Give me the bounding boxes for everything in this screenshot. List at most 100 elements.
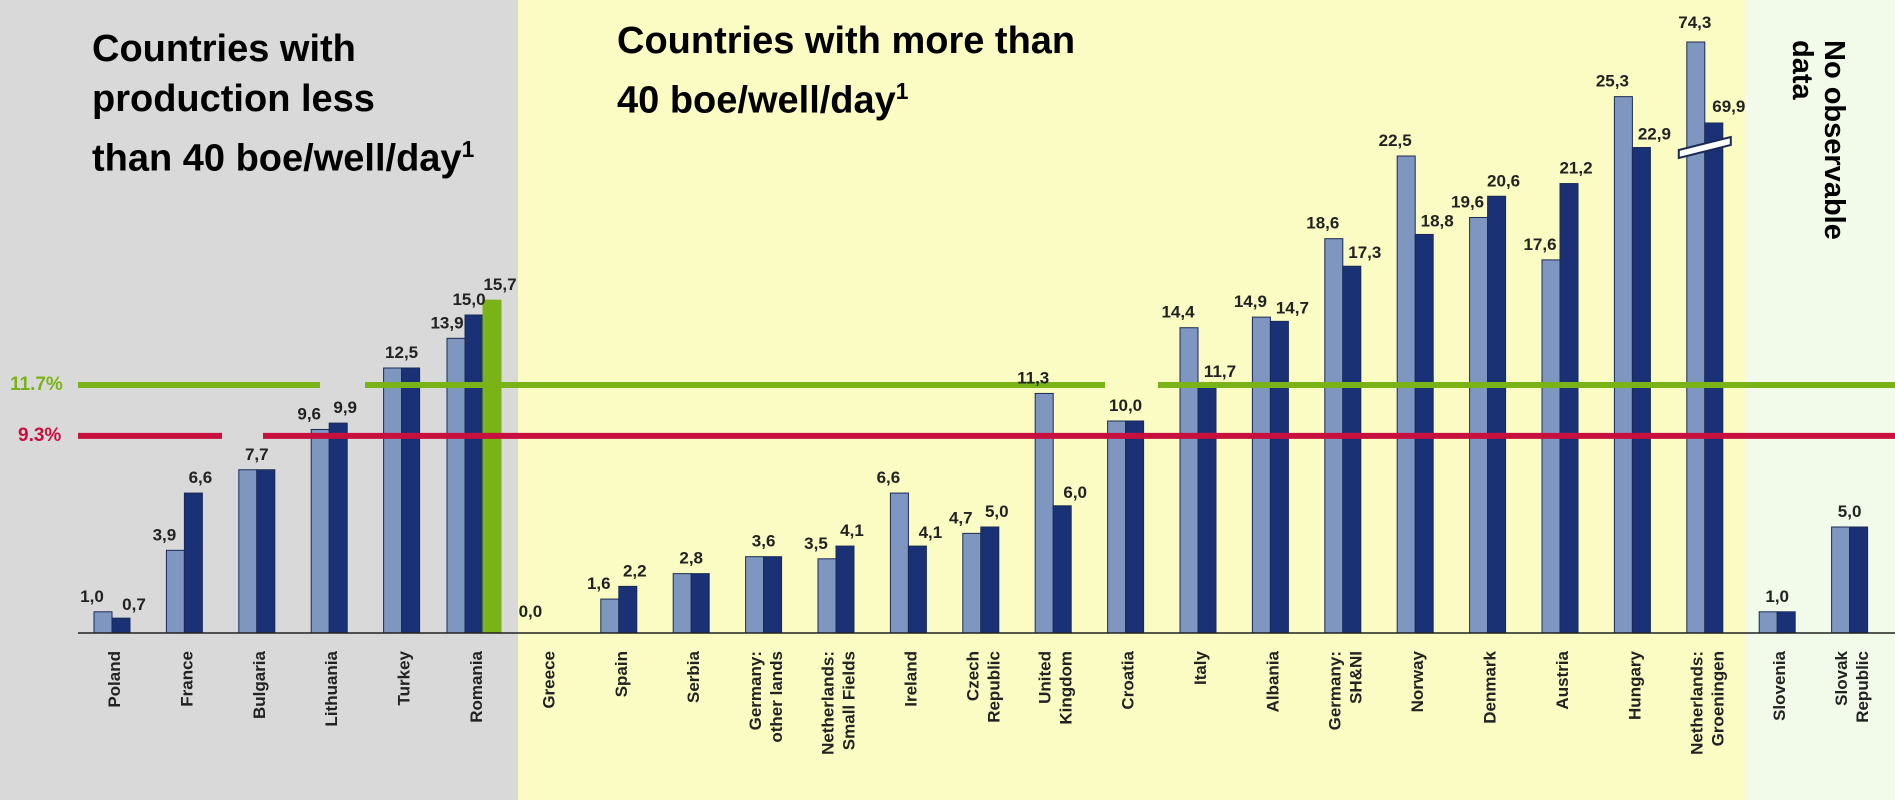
value-label-norway-1: 22,5 xyxy=(1379,131,1412,150)
bar-netherlands-groeningen-2 xyxy=(1704,122,1724,634)
value-label-netherlands-small-fields-1: 3,5 xyxy=(804,534,828,553)
bar-germany-other-lands-1 xyxy=(745,556,765,634)
tick-label-netherlands-small-fields: Netherlands:Small Fields xyxy=(819,651,859,755)
bar-slovak-republic-2 xyxy=(1849,526,1869,634)
value-label-albania-1: 14,9 xyxy=(1234,292,1267,311)
bar-serbia-2 xyxy=(690,573,710,634)
bar-bulgaria-1 xyxy=(238,469,258,634)
tick-label-line: Albania xyxy=(1263,650,1282,712)
tick-label-croatia: Croatia xyxy=(1119,650,1138,709)
tick-label-line: Spain xyxy=(612,651,631,697)
value-label-united-kingdom-1: 11,3 xyxy=(1017,368,1049,387)
value-label-united-kingdom-2: 6,0 xyxy=(1063,483,1087,502)
tick-label-line: Germany: xyxy=(1325,651,1344,730)
value-label-spain-1: 1,6 xyxy=(587,574,611,593)
value-label-turkey: 12,5 xyxy=(385,343,418,362)
tick-label-line: Small Fields xyxy=(840,651,859,750)
bar-netherlands-small-fields-1 xyxy=(817,558,837,634)
tick-label-albania: Albania xyxy=(1263,650,1282,712)
tick-label-line: Ireland xyxy=(901,651,920,707)
bar-ireland-1 xyxy=(889,492,909,634)
tick-label-line: Groeningen xyxy=(1708,651,1727,746)
bar-hungary-1 xyxy=(1613,96,1633,634)
value-label-slovenia: 1,0 xyxy=(1765,587,1789,606)
tick-label-line: Czech xyxy=(963,651,982,701)
tick-label-turkey: Turkey xyxy=(395,650,414,705)
tick-label-line: Italy xyxy=(1191,650,1210,685)
value-label-ireland-1: 6,6 xyxy=(877,468,901,487)
reference-line-label-green: 11.7% xyxy=(10,373,63,395)
bar-ireland-2 xyxy=(907,545,927,634)
tick-label-line: Norway xyxy=(1408,650,1427,712)
bar-bulgaria-2 xyxy=(256,469,276,634)
value-label-germany-other-lands: 3,6 xyxy=(752,532,776,551)
bar-france-1 xyxy=(165,549,185,634)
tick-label-line: Turkey xyxy=(395,650,414,705)
reference-line-label-red: 9.3% xyxy=(18,424,62,446)
bar-czech-republic-1 xyxy=(962,532,982,634)
value-label-lithuania-2: 9,9 xyxy=(333,398,357,417)
value-label-czech-republic-2: 5,0 xyxy=(985,502,1009,521)
value-label-france-2: 6,6 xyxy=(189,468,213,487)
tick-label-lithuania: Lithuania xyxy=(322,650,341,726)
value-label-poland-2: 0,7 xyxy=(122,595,146,614)
tick-label-line: Greece xyxy=(539,651,558,709)
value-label-romania-1: 13,9 xyxy=(430,313,463,332)
bar-france-2 xyxy=(183,492,203,634)
band-middle xyxy=(518,0,1746,800)
bar-serbia-1 xyxy=(672,573,692,634)
bar-slovak-republic-1 xyxy=(1831,526,1851,634)
bar-albania-2 xyxy=(1269,320,1289,634)
value-label-italy-1: 14,4 xyxy=(1161,303,1195,322)
value-label-romania-2: 15,0 xyxy=(452,290,485,309)
value-label-albania-2: 14,7 xyxy=(1276,298,1309,317)
tick-label-line: Poland xyxy=(105,651,124,708)
tick-label-germany-other-lands: Germany:other lands xyxy=(746,651,786,743)
bar-norway-1 xyxy=(1396,155,1416,634)
bar-spain-2 xyxy=(618,585,638,634)
tick-label-line: Slovenia xyxy=(1770,650,1789,720)
bar-turkey-1 xyxy=(383,367,403,634)
bar-hungary-2 xyxy=(1631,147,1651,634)
value-label-slovak-republic: 5,0 xyxy=(1838,502,1862,521)
tick-label-line: Serbia xyxy=(684,650,703,703)
value-label-croatia: 10,0 xyxy=(1109,396,1142,415)
tick-label-line: Romania xyxy=(467,650,486,722)
value-label-italy-2: 11,7 xyxy=(1204,362,1236,381)
bar-poland-1 xyxy=(93,611,113,634)
value-label-hungary-1: 25,3 xyxy=(1596,72,1629,91)
bar-lithuania-1 xyxy=(310,428,330,634)
tick-label-line: United xyxy=(1036,651,1055,704)
band-right xyxy=(1746,0,1895,800)
value-label-poland-1: 1,0 xyxy=(80,587,104,606)
value-label-bulgaria: 7,7 xyxy=(245,445,269,464)
tick-label-line: Lithuania xyxy=(322,650,341,726)
value-label-romania-3: 15,7 xyxy=(483,275,516,294)
value-label-france-1: 3,9 xyxy=(153,525,177,544)
value-label-germany-sh-ni-1: 18,6 xyxy=(1306,214,1339,233)
tick-label-line: Republic xyxy=(1853,651,1872,723)
section-title-left: Countries with production less than 40 b… xyxy=(92,28,475,180)
bar-austria-1 xyxy=(1541,259,1561,634)
tick-label-denmark: Denmark xyxy=(1481,650,1500,723)
tick-label-bulgaria: Bulgaria xyxy=(250,650,269,719)
bar-netherlands-small-fields-2 xyxy=(835,545,855,634)
bar-denmark-2 xyxy=(1487,195,1507,634)
tick-label-line: Republic xyxy=(984,651,1003,723)
value-label-spain-2: 2,2 xyxy=(623,561,647,580)
value-label-serbia: 2,8 xyxy=(679,549,703,568)
tick-label-line: Croatia xyxy=(1119,650,1138,709)
bar-austria-2 xyxy=(1559,183,1579,634)
value-label-austria-1: 17,6 xyxy=(1523,235,1556,254)
tick-label-line: Slovak xyxy=(1832,650,1851,705)
tick-label-line: SH&NI xyxy=(1346,651,1365,704)
tick-label-line: Kingdom xyxy=(1057,651,1076,725)
bar-united-kingdom-1 xyxy=(1034,392,1054,634)
bar-germany-sh-ni-2 xyxy=(1342,265,1362,634)
bar-slovenia-1 xyxy=(1758,611,1778,634)
